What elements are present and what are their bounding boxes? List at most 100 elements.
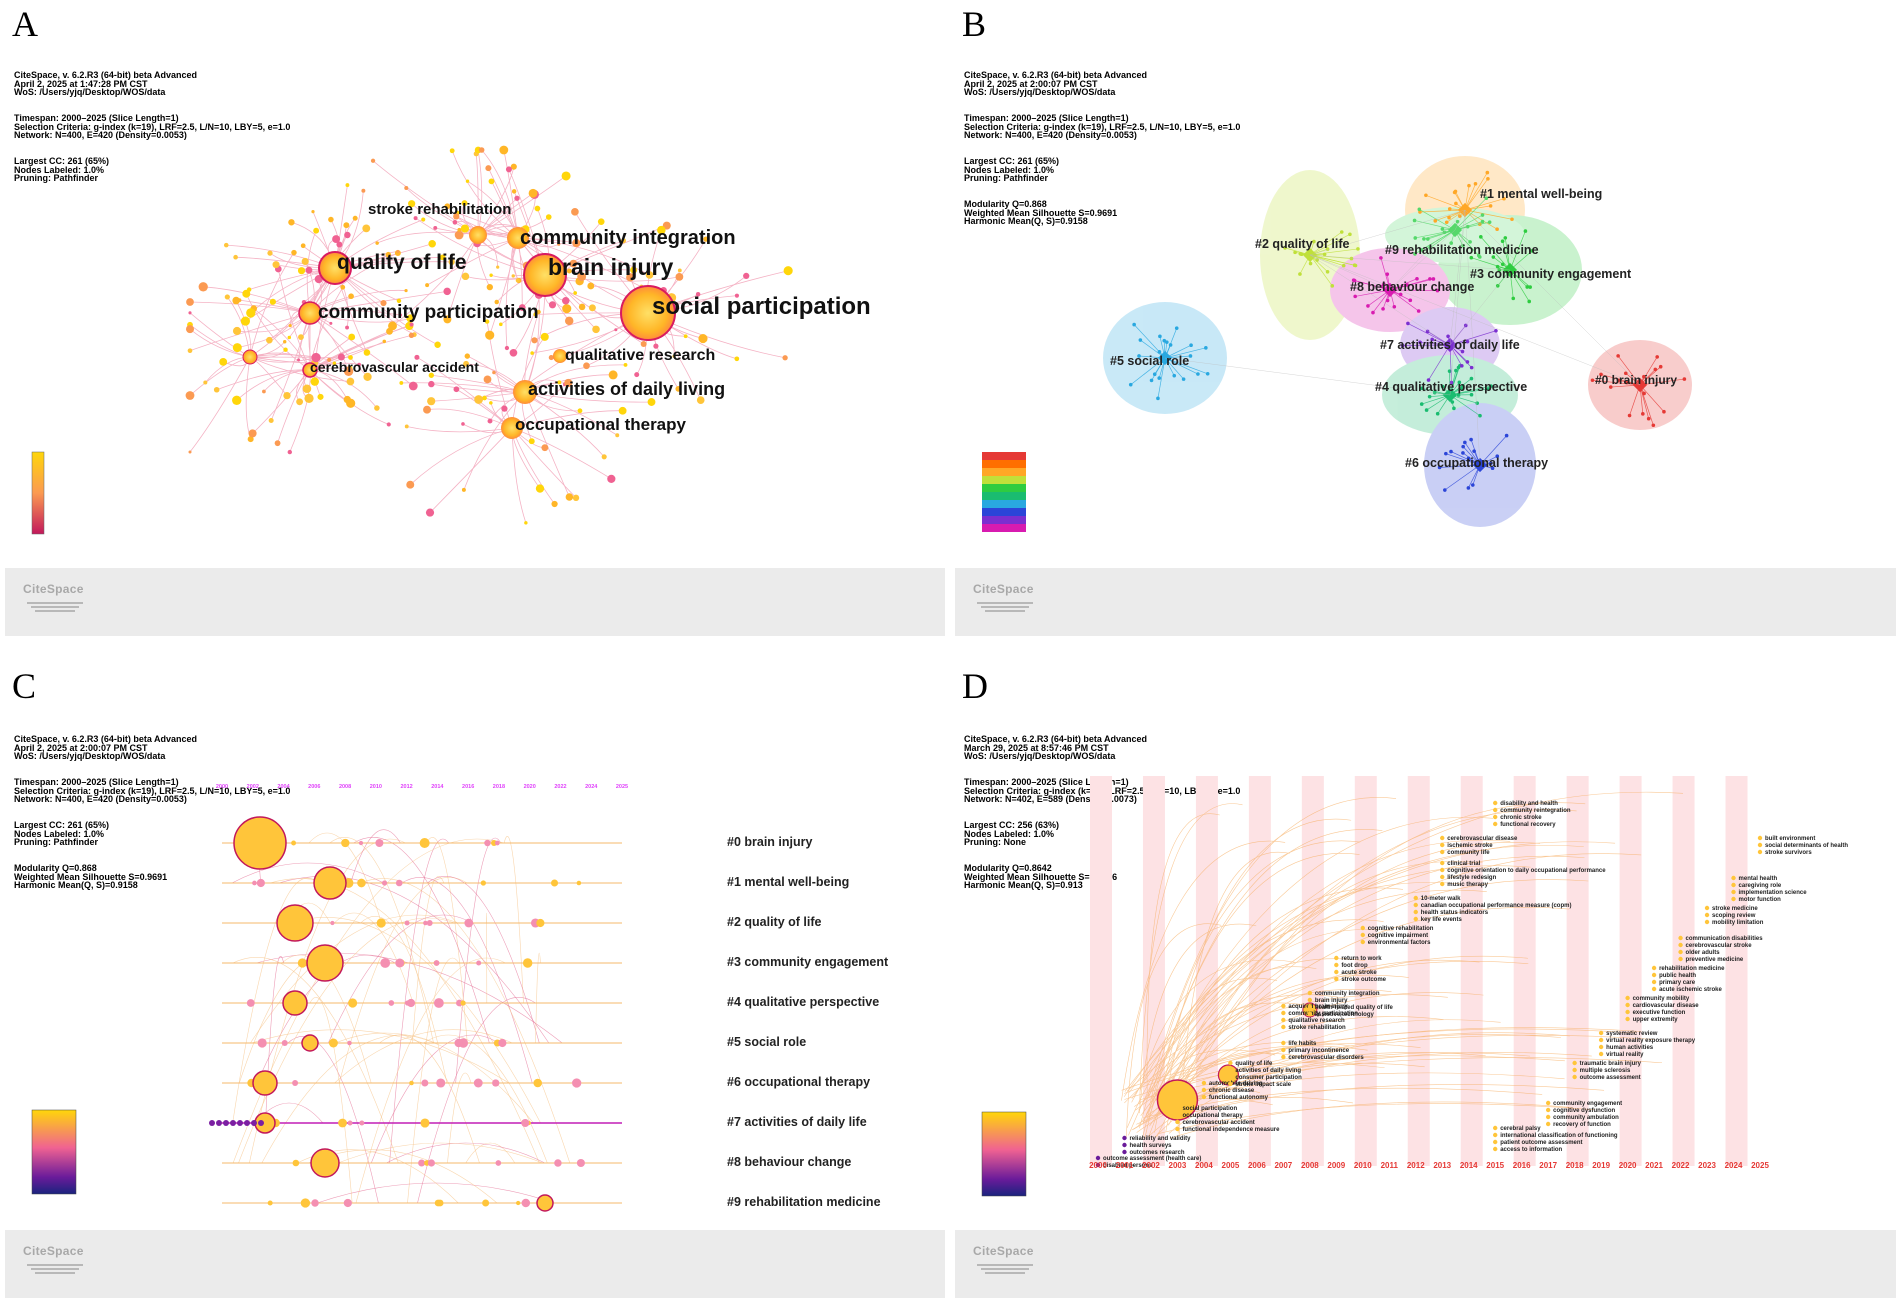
year-label: 2020 xyxy=(1619,1161,1637,1170)
timeline-node xyxy=(406,998,416,1008)
timeline-hub xyxy=(282,990,308,1016)
keyword-term: caregiving role xyxy=(1739,883,1782,889)
keyword-node xyxy=(268,418,274,424)
color-legend xyxy=(31,1109,77,1195)
year-stripe xyxy=(1090,776,1112,1166)
cluster-node xyxy=(1330,284,1335,288)
cluster-node xyxy=(1468,240,1472,244)
keyword-node xyxy=(283,347,288,352)
timeline-node xyxy=(292,1079,299,1087)
keyword-term: community engagement xyxy=(1553,1101,1622,1107)
timeline-node xyxy=(473,1078,483,1088)
keyword-term: older adults xyxy=(1686,950,1721,956)
year-label: 2005 xyxy=(1222,1161,1240,1170)
keyword-node xyxy=(1651,972,1657,978)
cluster-node xyxy=(1420,386,1424,391)
keyword-term: preventive medicine xyxy=(1686,957,1744,963)
keyword-node xyxy=(488,178,495,185)
keyword-node xyxy=(345,183,350,188)
year-label: 2024 xyxy=(585,784,598,790)
keyword-node xyxy=(1572,1060,1577,1066)
keyword-term: community participation xyxy=(1288,1011,1358,1017)
keyword-node xyxy=(696,396,705,404)
keyword-term: cerebrovascular disease xyxy=(1447,836,1518,842)
timeline-node xyxy=(300,1198,311,1208)
timeline-cluster-label: #5 social role xyxy=(727,1035,807,1049)
keyword-node xyxy=(548,301,557,309)
keyword-node xyxy=(232,326,242,336)
keyword-node xyxy=(657,225,666,235)
keyword-node xyxy=(374,405,380,411)
keyword-node xyxy=(332,235,341,244)
timeline-cluster-label: #0 brain injury xyxy=(727,835,813,849)
keyword-node xyxy=(428,380,435,388)
cluster-node xyxy=(1433,219,1438,223)
cluster-node xyxy=(1412,218,1417,223)
keyword-node xyxy=(336,241,343,248)
keyword-node xyxy=(1598,1037,1604,1043)
keyword-node xyxy=(340,284,346,290)
cluster-node xyxy=(1655,355,1659,359)
keyword-node xyxy=(444,203,451,210)
keyword-node xyxy=(423,405,431,414)
cluster-node xyxy=(1156,396,1160,401)
keyword-term: primary care xyxy=(1659,980,1696,986)
keyword-node xyxy=(269,298,276,305)
keyword-node xyxy=(266,336,273,344)
cluster-node xyxy=(1487,220,1492,224)
keyword-term: ischemic stroke xyxy=(1447,843,1493,849)
timeline-hub xyxy=(313,866,347,900)
keyword-node xyxy=(404,424,409,429)
cluster-node xyxy=(1308,261,1313,266)
keyword-node xyxy=(248,429,257,438)
keyword-node xyxy=(698,333,708,344)
keyword-node xyxy=(233,254,238,260)
keyword-node xyxy=(1757,842,1763,848)
keyword-node xyxy=(1440,842,1445,848)
keyword-term: occupational therapy xyxy=(1182,1113,1243,1119)
keyword-node xyxy=(634,372,640,378)
year-label: 2017 xyxy=(1539,1161,1557,1170)
cluster-node xyxy=(1465,339,1470,344)
keyword-term: lifestyle redesign xyxy=(1447,875,1496,881)
keyword-node xyxy=(577,408,583,414)
keyword-term: chronic disease xyxy=(1209,1088,1255,1094)
keyword-term: upper extremity xyxy=(1633,1017,1679,1023)
year-label: 2022 xyxy=(554,784,566,790)
cluster-node xyxy=(1489,384,1493,388)
cluster-label-5: #5 social role xyxy=(1110,354,1190,368)
cluster-node xyxy=(1500,239,1505,244)
keyword-term: cerebrovascular accident xyxy=(1182,1120,1254,1126)
keyword-node xyxy=(588,304,596,312)
keyword-node xyxy=(465,179,470,183)
timeline-node xyxy=(421,1079,429,1087)
citespace-footer: CiteSpace xyxy=(955,568,1896,636)
keyword-node xyxy=(1413,902,1418,908)
year-label: 2019 xyxy=(1592,1161,1610,1170)
keyword-node xyxy=(1651,986,1657,992)
timeline-node xyxy=(376,918,386,928)
timeline-node xyxy=(409,1080,414,1086)
keyword-node xyxy=(283,391,291,400)
timeline-node xyxy=(572,1078,582,1088)
keyword-node xyxy=(1440,835,1445,841)
cluster-node xyxy=(1435,411,1440,416)
keyword-node xyxy=(186,298,194,306)
cluster-node xyxy=(1658,364,1663,369)
cluster-node xyxy=(1457,380,1462,385)
keyword-node xyxy=(1704,905,1710,911)
keyword-node xyxy=(620,238,627,244)
cluster-node xyxy=(1444,220,1449,225)
timeline-node xyxy=(348,998,358,1008)
cluster-node xyxy=(1440,227,1445,231)
keyword-node xyxy=(564,316,574,326)
keyword-node xyxy=(1122,1135,1127,1141)
keyword-node xyxy=(274,440,281,447)
cluster-node xyxy=(1486,387,1491,391)
timeline-node xyxy=(357,878,366,888)
cluster-node xyxy=(1204,346,1208,350)
cluster-node xyxy=(1495,454,1500,459)
keyword-node xyxy=(434,341,441,348)
timeline-node xyxy=(498,1038,507,1048)
cluster-node xyxy=(1450,400,1455,404)
